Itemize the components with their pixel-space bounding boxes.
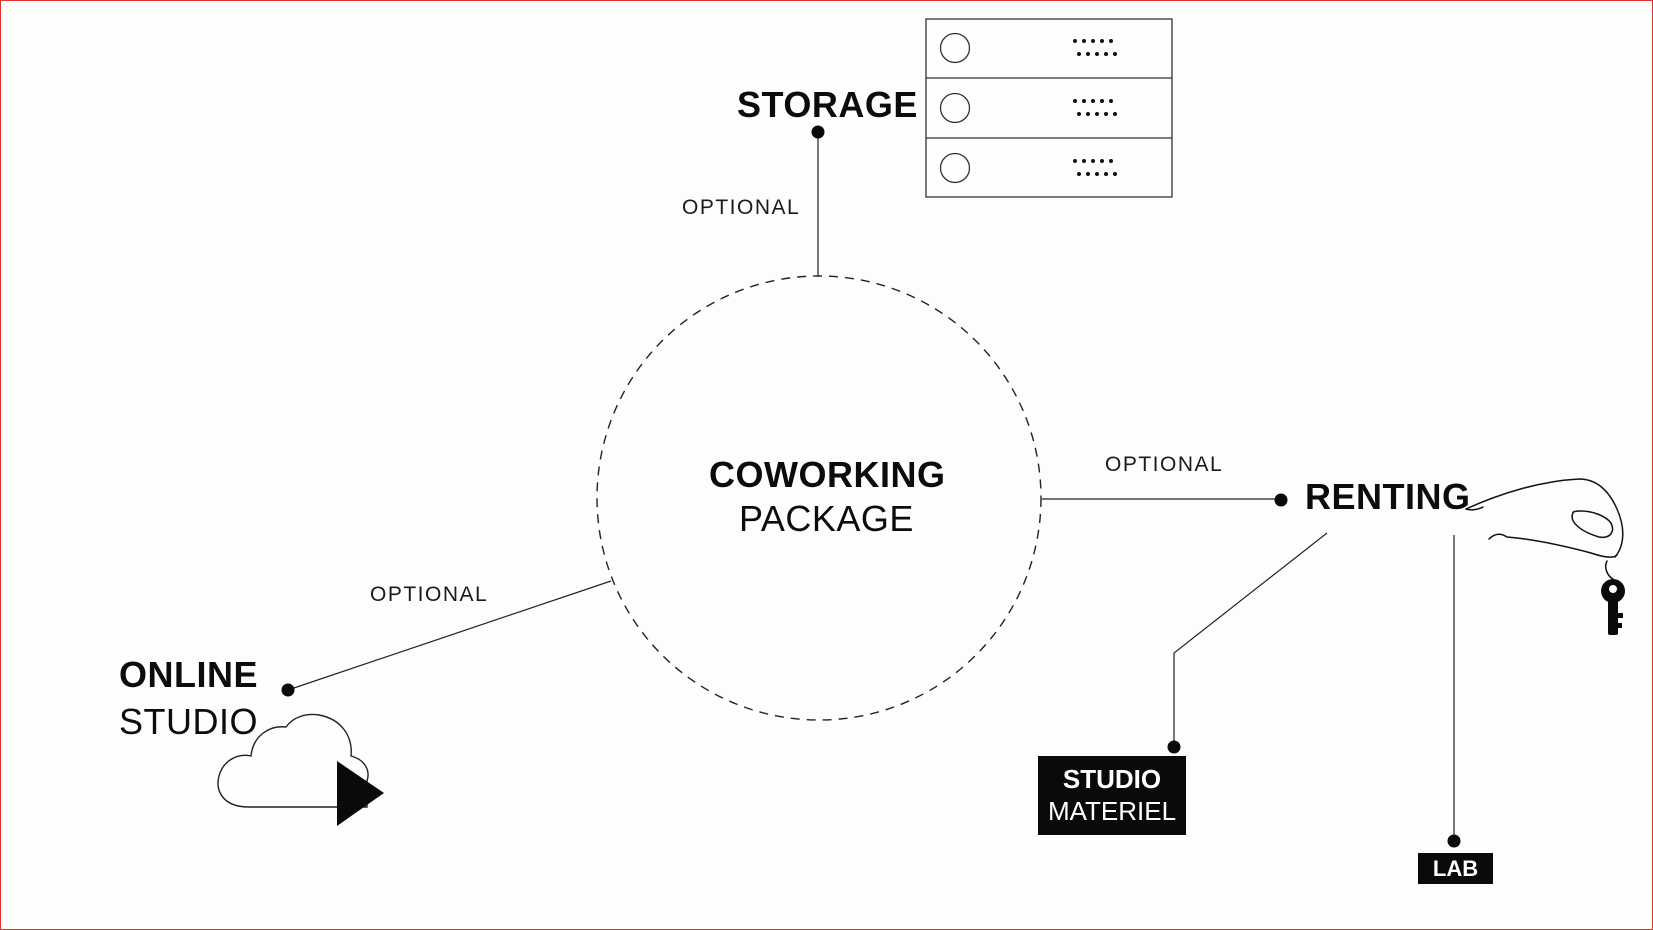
online-studio-node (281, 683, 295, 697)
online-studio-connector (287, 580, 612, 691)
server-rack-leds (1073, 39, 1117, 176)
online-studio-optional-label: OPTIONAL (370, 583, 489, 606)
renting-label: RENTING (1305, 476, 1471, 517)
renting-optional-label: OPTIONAL (1105, 453, 1224, 476)
studio-materiel-subtitle: MATERIEL (1047, 796, 1177, 826)
online-studio-title: ONLINE (119, 654, 259, 695)
server-rack-icon (925, 18, 1173, 198)
storage-label: STORAGE (737, 84, 918, 125)
studio-materiel-node (1167, 740, 1181, 754)
hand-holding-key-icon (1465, 478, 1624, 580)
lab-label: LAB (1432, 856, 1479, 881)
key-icon (1601, 579, 1625, 635)
coworking-circle (596, 275, 1042, 721)
coworking-title: COWORKING (709, 454, 946, 495)
storage-node (811, 125, 825, 139)
online-studio-subtitle: STUDIO (119, 701, 259, 742)
cloud-play-icon (217, 713, 384, 826)
storage-optional-label: OPTIONAL (682, 196, 801, 219)
studio-materiel-box: STUDIO MATERIEL (1038, 756, 1186, 835)
studio-materiel-connector (1173, 532, 1328, 746)
renting-node (1274, 493, 1288, 507)
lab-node (1447, 834, 1461, 848)
lab-box: LAB (1418, 853, 1493, 884)
studio-materiel-title: STUDIO (1062, 764, 1162, 794)
package-subtitle: PACKAGE (739, 498, 914, 539)
